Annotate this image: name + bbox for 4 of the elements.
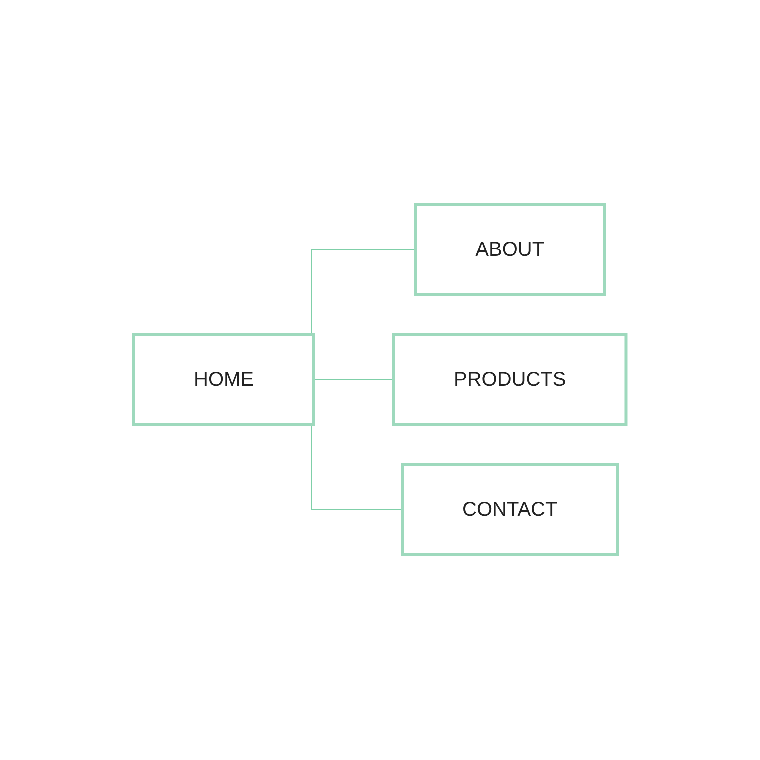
node-box: HOME: [132, 334, 316, 426]
node-box: PRODUCTS: [392, 334, 628, 426]
node-box: CONTACT: [400, 464, 620, 556]
node-box: ABOUT: [414, 204, 606, 296]
